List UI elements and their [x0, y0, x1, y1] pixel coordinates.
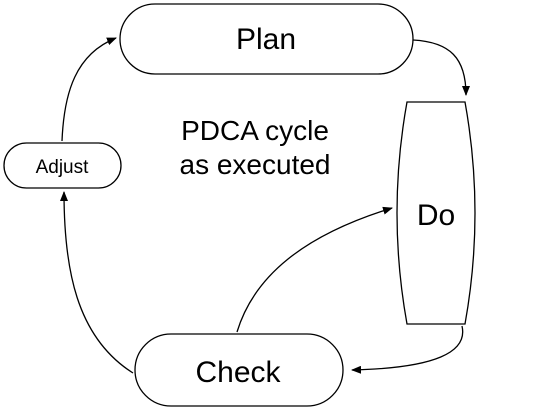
check-node: Check	[134, 333, 344, 407]
caption-line-2: as executed	[180, 149, 331, 180]
caption-line-1: PDCA cycle	[181, 115, 329, 146]
do-node: Do	[396, 101, 476, 325]
adjust-node-shape	[3, 142, 122, 189]
plan-node-shape	[119, 3, 414, 75]
plan-node: Plan	[119, 3, 414, 75]
adjust-label: Adjust	[36, 157, 90, 178]
check-label: Check	[195, 356, 281, 389]
edge-plan-to-do	[412, 39, 470, 96]
edge-adjust-to-plan	[61, 37, 117, 142]
do-node-shape	[396, 101, 476, 325]
check-node-shape	[134, 333, 344, 407]
adjust-node: Adjust	[3, 142, 122, 189]
do-label: Do	[417, 199, 455, 232]
edge-check-to-do	[236, 206, 393, 333]
edge-check-to-adjust	[60, 191, 134, 374]
plan-label: Plan	[236, 23, 296, 56]
edge-do-to-check	[351, 325, 464, 374]
